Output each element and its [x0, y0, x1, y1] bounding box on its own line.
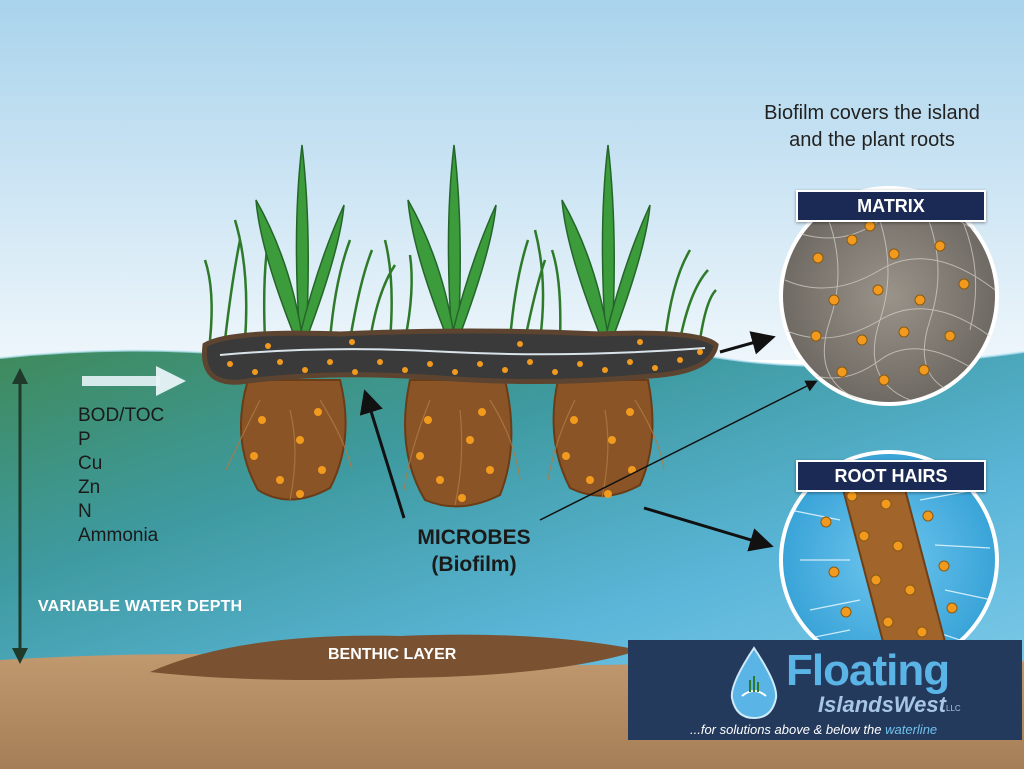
pollutant-item: Ammonia: [78, 525, 159, 546]
root-biofilm-dots: [250, 408, 636, 502]
microbes-subtitle: (Biofilm): [431, 553, 517, 576]
island-biofilm-dots: [227, 339, 703, 375]
logo-tagline-end: waterline: [885, 722, 938, 737]
biofilm-caption-line1: Biofilm covers the island: [764, 102, 980, 124]
matrix-inset: [779, 186, 999, 406]
pollutant-item: P: [78, 429, 91, 450]
pollutant-item: Zn: [78, 477, 101, 498]
logo-suffix: LLC: [946, 704, 961, 713]
pollutant-item: N: [78, 501, 92, 522]
variable-water-depth-label: VARIABLE WATER DEPTH: [38, 598, 243, 615]
island-biofilm-line: [219, 347, 706, 356]
biofilm-caption-line2: and the plant roots: [789, 129, 955, 151]
root-masses: [239, 379, 654, 508]
grass-blades: [203, 219, 717, 341]
pollutant-item: Cu: [78, 453, 103, 474]
pollutant-item: BOD/TOC: [78, 405, 165, 426]
company-logo: Floating IslandsWest LLC ...for solution…: [628, 640, 1022, 740]
root-hair-strands: [225, 399, 665, 506]
plant-leaves: [255, 144, 651, 342]
pointer-arrows: [359, 331, 818, 552]
depth-arrow: [12, 368, 28, 664]
microbes-title: MICROBES: [417, 526, 531, 549]
matrix-title-badge: MATRIX: [796, 190, 986, 222]
benthic-layer-label: BENTHIC LAYER: [328, 646, 457, 663]
root-hairs-title-badge: ROOT HAIRS: [796, 460, 986, 492]
microbes-label: MICROBES (Biofilm): [404, 524, 544, 578]
root-hairs-inset: [779, 450, 999, 670]
pollutant-list: BOD/TOC P Cu Zn N Ammonia: [78, 404, 164, 548]
logo-tagline-start: ...for solutions above & below the: [690, 722, 886, 737]
logo-tagline: ...for solutions above & below the water…: [690, 722, 937, 737]
biofilm-caption: Biofilm covers the island and the plant …: [738, 100, 1006, 154]
floating-island-matrix: [201, 328, 719, 385]
flow-arrow: [82, 366, 186, 396]
logo-name-bottom: IslandsWest: [818, 692, 946, 717]
logo-name-top: Floating: [786, 646, 950, 695]
benthic-layer-mound: [150, 634, 640, 680]
logo-drop-icon: [730, 646, 778, 720]
